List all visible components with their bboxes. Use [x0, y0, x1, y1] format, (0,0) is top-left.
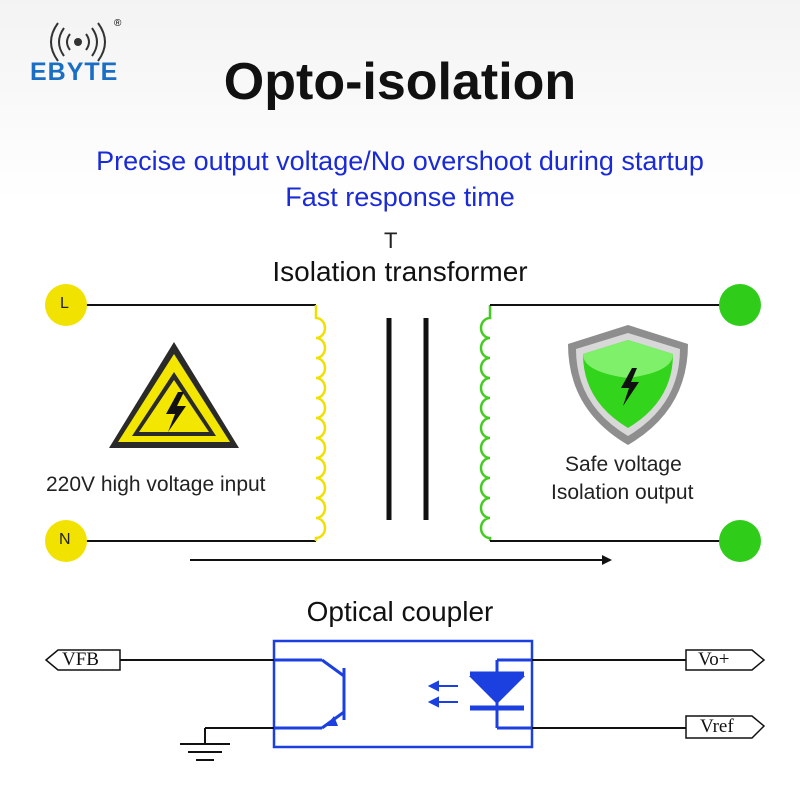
transformer-heading: Isolation transformer: [272, 256, 528, 287]
page-title: Opto-isolation: [223, 53, 577, 111]
pin-vo-plus-label: Vo+: [698, 649, 730, 670]
wireless-signal-icon: [50, 22, 106, 62]
header-band: [0, 0, 800, 200]
terminal-n-label: N: [59, 531, 71, 548]
coupler-body: [272, 639, 534, 749]
light-emission-arrows: [427, 680, 458, 708]
secondary-coil: [479, 305, 492, 541]
led-icon: [469, 658, 532, 730]
pin-vref-tag: [685, 715, 766, 739]
phototransistor-icon: [274, 658, 346, 730]
coupler-heading: Optical coupler: [306, 596, 494, 627]
pin-vo-plus-tag: [685, 649, 766, 671]
flow-arrow-head: [602, 555, 612, 565]
terminal-l-label: L: [60, 295, 69, 312]
transformer-symbol: T: [384, 228, 398, 253]
pin-vref-label: Vref: [700, 716, 734, 737]
terminal-output-bottom: [719, 520, 761, 562]
brand-logo-text: EBYTE: [30, 58, 119, 86]
high-voltage-warning-icon: [109, 342, 239, 448]
output-label-line-1: Safe voltage: [565, 453, 682, 476]
terminal-l: [45, 284, 87, 326]
output-label-line-2: Isolation output: [551, 481, 694, 504]
subtitle-line-2: Fast response time: [285, 182, 515, 212]
pin-vfb-label: VFB: [62, 649, 99, 670]
safety-shield-icon: [568, 325, 688, 445]
input-voltage-label: 220V high voltage input: [46, 473, 266, 496]
registered-mark: ®: [114, 18, 122, 29]
terminal-n: [45, 520, 87, 562]
ground-icon: [180, 743, 230, 761]
primary-coil: [314, 305, 327, 541]
terminal-output-top: [719, 284, 761, 326]
subtitle-line-1: Precise output voltage/No overshoot duri…: [96, 146, 704, 176]
